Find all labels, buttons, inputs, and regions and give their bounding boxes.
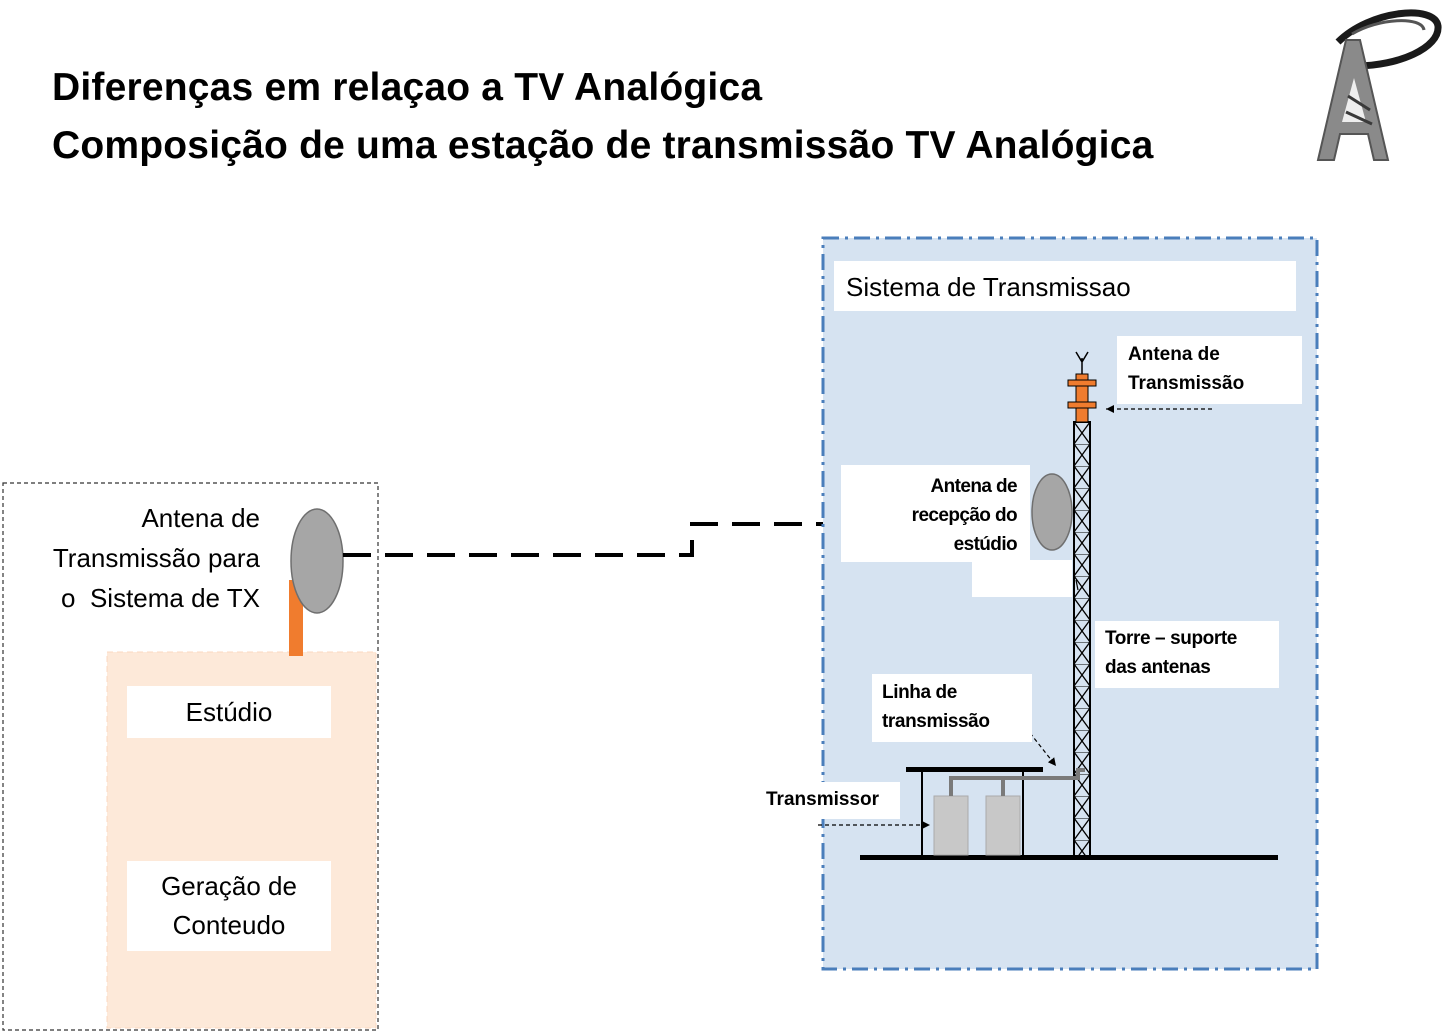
studio-antenna-label-line-1: Antena de: [141, 503, 260, 533]
rx-dish-icon: [1031, 473, 1073, 551]
transmitter-label: Transmissor: [755, 782, 900, 819]
tx-antenna-label: Antena de Transmissão: [1117, 336, 1302, 404]
transmitter-building-icon: [906, 767, 1085, 856]
rx-pointer: [1075, 579, 1079, 591]
studio-label-text: Estúdio: [185, 697, 273, 727]
tower-label: Torre – suporte das antenas: [1095, 621, 1279, 688]
title-line-1: Diferenças em relaçao a TV Analógica: [52, 66, 763, 109]
tower-label-line-1: Torre – suporte: [1105, 628, 1237, 649]
tower-icon: [1073, 421, 1091, 859]
line-pointer: [1029, 732, 1057, 767]
content-generation-label-line-2: Conteudo: [172, 910, 286, 940]
tx-antenna-label-line-2: Transmissão: [1128, 373, 1245, 394]
rx-antenna-label-extension: [972, 560, 1072, 597]
transmitter-label-text: Transmissor: [766, 789, 879, 810]
ground-line: [860, 855, 1278, 860]
studio-label: Estúdio: [127, 686, 331, 738]
studio-antenna-label-line-3: o Sistema de TX: [61, 583, 260, 613]
tower-logo-icon: [1316, 9, 1442, 161]
line-label-line-1: Linha de: [882, 682, 957, 703]
tx-antenna-label-line-1: Antena de: [1128, 344, 1220, 365]
rx-antenna-label-line-3: estúdio: [953, 534, 1018, 555]
tx-antenna-icon: [1067, 351, 1097, 423]
line-label: Linha de transmissão: [872, 674, 1032, 742]
tx-system-title-text: Sistema de Transmissao: [846, 272, 1131, 302]
studio-dish-icon: [290, 508, 344, 614]
tower-label-line-2: das antenas: [1105, 657, 1211, 678]
studio-antenna-label-line-2: Transmissão para: [52, 543, 260, 573]
content-generation-label-line-1: Geração de: [161, 871, 297, 901]
rx-antenna-label-line-2: recepção do: [911, 505, 1018, 526]
rx-antenna-label-box: [841, 465, 1030, 562]
studio-antenna-label: Antena de Transmissão para o Sistema de …: [10, 498, 260, 618]
line-label-line-2: transmissão: [882, 711, 990, 732]
rx-antenna-label: Antena de recepção do estúdio: [870, 472, 1018, 559]
content-generation-label: Geração de Conteudo: [127, 861, 331, 951]
rx-antenna-label-line-1: Antena de: [930, 476, 1018, 497]
studio-group-border: [2, 482, 379, 1031]
tx-system-title: Sistema de Transmissao: [834, 261, 1296, 311]
title-line-2: Composição de uma estação de transmissão…: [52, 124, 1154, 167]
